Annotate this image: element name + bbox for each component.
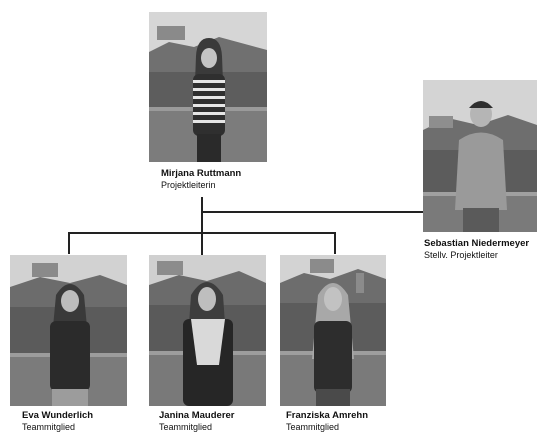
m1-role: Teammitglied [22, 422, 76, 432]
photo-m2-image [149, 255, 266, 406]
connector-deputy-branch [201, 211, 423, 213]
photo-m1 [10, 255, 127, 406]
m3-role: Teammitglied [286, 422, 340, 432]
m2-role: Teammitglied [159, 422, 213, 432]
lead-name: Mirjana Ruttmann [161, 168, 242, 179]
photo-m3-image [280, 255, 386, 406]
deputy-name: Sebastian Niedermeyer [424, 238, 530, 249]
photo-lead [149, 12, 267, 162]
connector-lead-down [201, 197, 203, 255]
photo-m3 [280, 255, 386, 406]
photo-m1-image [10, 255, 127, 406]
m1-name: Eva Wunderlich [22, 410, 94, 421]
photo-lead-image [149, 12, 267, 162]
photo-deputy [423, 80, 537, 232]
lead-role: Projektleiterin [161, 180, 216, 190]
connector-m1 [68, 232, 70, 254]
photo-deputy-image [423, 80, 537, 232]
m3-name: Franziska Amrehn [286, 410, 369, 421]
connector-team-bar [68, 232, 336, 234]
deputy-role: Stellv. Projektleiter [424, 250, 498, 260]
photo-m2 [149, 255, 266, 406]
connector-m3 [334, 232, 336, 254]
m2-name: Janina Mauderer [159, 410, 235, 421]
